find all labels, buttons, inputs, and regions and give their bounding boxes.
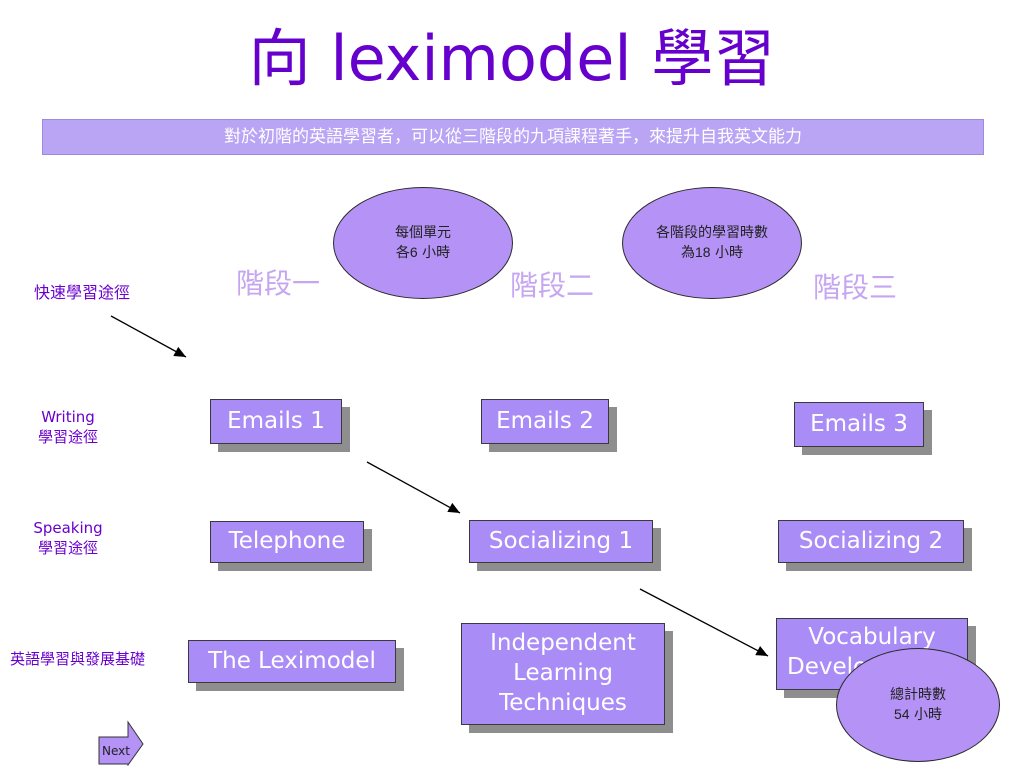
next-arrow-shape bbox=[98, 720, 144, 767]
unit-hours-bubble: 每個單元 各6 小時 bbox=[333, 187, 513, 299]
subtitle-banner: 對於初階的英語學習者，可以從三階段的九項課程著手，來提升自我英文能力 bbox=[42, 119, 984, 155]
stage-hours-line2: 為18 小時 bbox=[681, 243, 743, 263]
next-label: Next bbox=[102, 744, 130, 758]
total-hours-suffix: 小時 bbox=[909, 706, 943, 723]
leximodel-node[interactable]: The Leximodel bbox=[188, 640, 396, 683]
emails-1-node[interactable]: Emails 1 bbox=[210, 399, 342, 444]
fast-path-arrow bbox=[110, 315, 187, 358]
stage-3-label: 階段三 bbox=[813, 271, 898, 304]
speaking-label-zh: 學習途徑 bbox=[37, 539, 98, 558]
total-hours-line1: 總計時數 bbox=[890, 686, 946, 703]
emails-to-socializing-arrow bbox=[366, 461, 461, 514]
writing-row-label: Writing 學習途徑 bbox=[28, 407, 108, 448]
unit-hours-prefix: 各 bbox=[395, 244, 410, 261]
emails-2-node[interactable]: Emails 2 bbox=[481, 399, 609, 444]
stage-hours-suffix: 小時 bbox=[710, 244, 744, 261]
socializing-1-node[interactable]: Socializing 1 bbox=[469, 520, 653, 563]
foundation-row-label: 英語學習與發展基礎 bbox=[10, 650, 146, 668]
telephone-node[interactable]: Telephone bbox=[210, 521, 364, 563]
independent-learning-node[interactable]: Independent Learning Techniques bbox=[461, 623, 665, 725]
page-title: 向 leximodel 學習 bbox=[248, 22, 776, 95]
total-hours-bubble: 總計時數 54 小時 bbox=[836, 648, 1000, 762]
unit-hours-line1: 每個單元 bbox=[395, 224, 451, 241]
total-hours-line2: 54 小時 bbox=[894, 705, 942, 725]
socializing-2-node[interactable]: Socializing 2 bbox=[778, 520, 964, 563]
unit-hours-line2: 各6 小時 bbox=[396, 243, 450, 263]
writing-label-en: Writing bbox=[41, 408, 95, 426]
independent-line-2: Learning bbox=[513, 660, 613, 687]
speaking-row-label: Speaking 學習途徑 bbox=[28, 518, 108, 559]
stage-hours-prefix: 為 bbox=[680, 244, 695, 261]
unit-hours-number: 6 bbox=[409, 243, 418, 260]
stage-hours-number: 18 bbox=[694, 243, 711, 260]
independent-line-1: Independent bbox=[490, 630, 636, 657]
fast-path-label: 快速學習途徑 bbox=[34, 283, 131, 302]
unit-hours-suffix: 小時 bbox=[417, 244, 451, 261]
stage-1-label: 階段一 bbox=[236, 267, 321, 300]
stage-2-label: 階段二 bbox=[510, 269, 595, 302]
total-hours-number: 54 bbox=[893, 705, 910, 722]
stage-hours-line1: 各階段的學習時數 bbox=[656, 224, 768, 241]
speaking-label-en: Speaking bbox=[33, 519, 103, 537]
emails-3-node[interactable]: Emails 3 bbox=[794, 402, 924, 447]
stage-hours-bubble: 各階段的學習時數 為18 小時 bbox=[622, 187, 802, 299]
vocabulary-line-1: Vocabulary bbox=[808, 624, 936, 650]
next-button[interactable]: Next bbox=[98, 720, 144, 767]
independent-line-3: Techniques bbox=[499, 689, 627, 716]
writing-label-zh: 學習途徑 bbox=[37, 428, 98, 447]
